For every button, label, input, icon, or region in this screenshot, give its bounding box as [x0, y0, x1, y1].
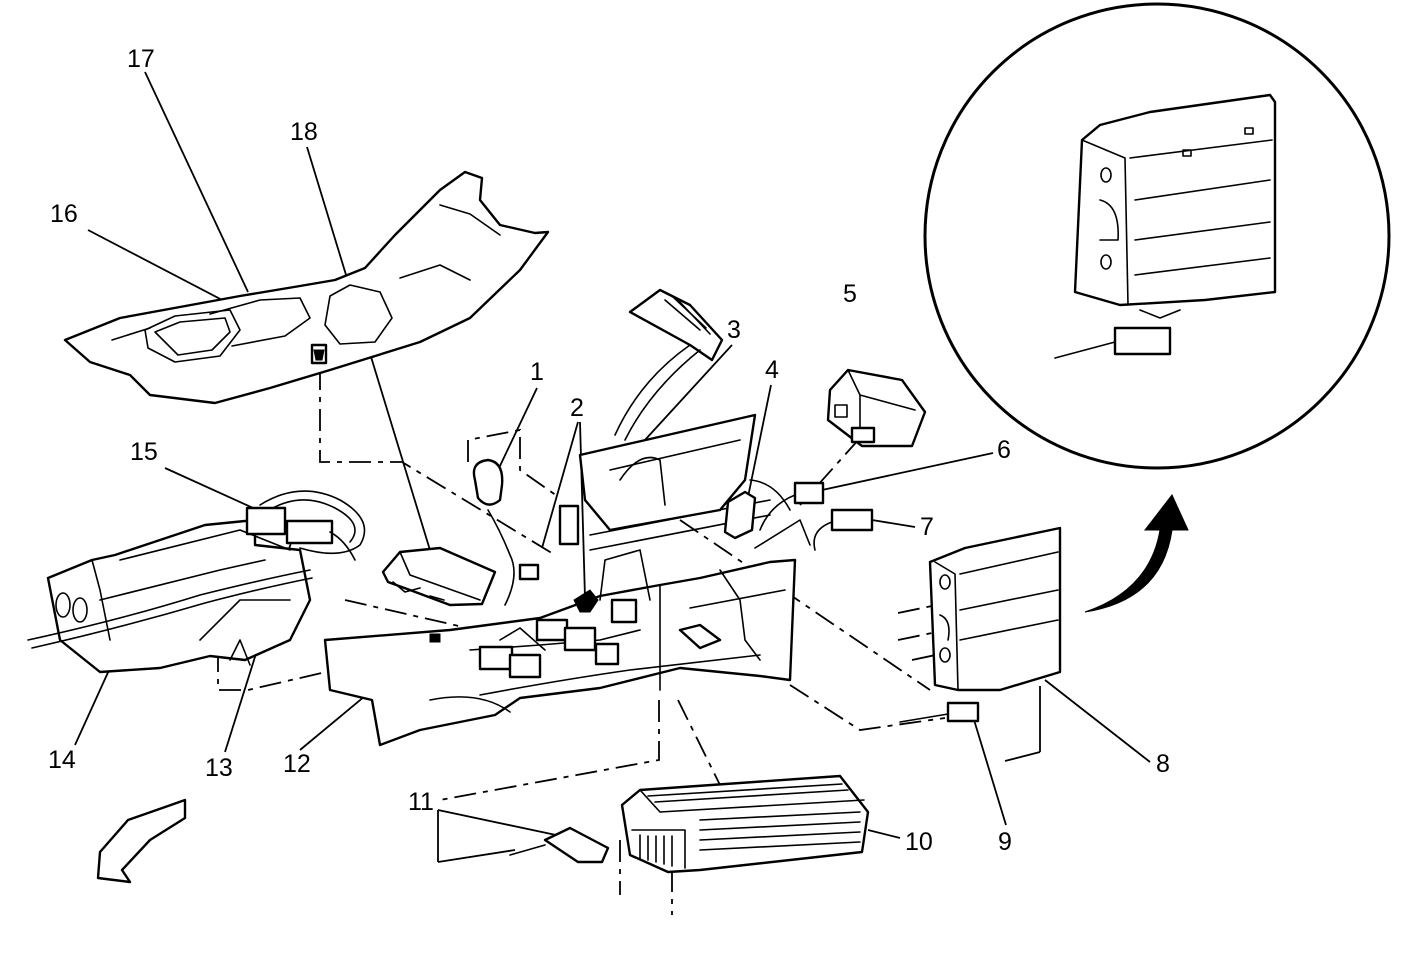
detail-view-circle: [923, 2, 1391, 470]
amplifier-10: [620, 774, 870, 874]
connector-6: [759, 481, 825, 531]
callout-1: 1: [530, 358, 544, 386]
callout-2: 2: [570, 394, 584, 422]
control-head-5: [826, 368, 927, 448]
connector-11: [509, 826, 610, 864]
callout-11: 11: [408, 788, 434, 816]
sensor-1: [472, 458, 515, 606]
callout-8-main: 8: [1156, 750, 1170, 778]
clip-16: [310, 343, 328, 365]
console-base-14: [27, 518, 313, 674]
callout-17: 17: [127, 45, 155, 73]
callout-3: 3: [727, 316, 741, 344]
console-trim-panel: [63, 170, 550, 405]
callout-18: 18: [290, 118, 318, 146]
callout-6: 6: [997, 436, 1011, 464]
callout-12: 12: [283, 750, 311, 778]
callout-16: 16: [50, 200, 78, 228]
connector-7: [813, 508, 874, 551]
callout-14: 14: [48, 746, 76, 774]
callout-10: 10: [905, 828, 933, 856]
callout-9-main: 9: [998, 828, 1012, 856]
callout-15: 15: [130, 438, 158, 466]
speaker-box-8: [928, 526, 1062, 692]
shift-control-3: [558, 288, 771, 551]
curved-arrow-icon: [1084, 494, 1189, 613]
assembly-lines: [217, 191, 1116, 915]
callout-labels: 17 18 16 15 1 2 3 4 5 6 7 14 13 12 11 10…: [48, 45, 1170, 856]
harness-connectors-15-13: [245, 490, 366, 561]
connectors-2-12: [429, 563, 638, 679]
switch-4: [723, 479, 811, 549]
module-18: [381, 546, 497, 607]
callout-4: 4: [765, 356, 779, 384]
front-direction-arrow-icon: [96, 798, 187, 884]
callout-13: 13: [205, 754, 233, 782]
connector-9: [899, 701, 980, 723]
callout-5: 5: [843, 280, 857, 308]
callout-7: 7: [920, 513, 934, 541]
